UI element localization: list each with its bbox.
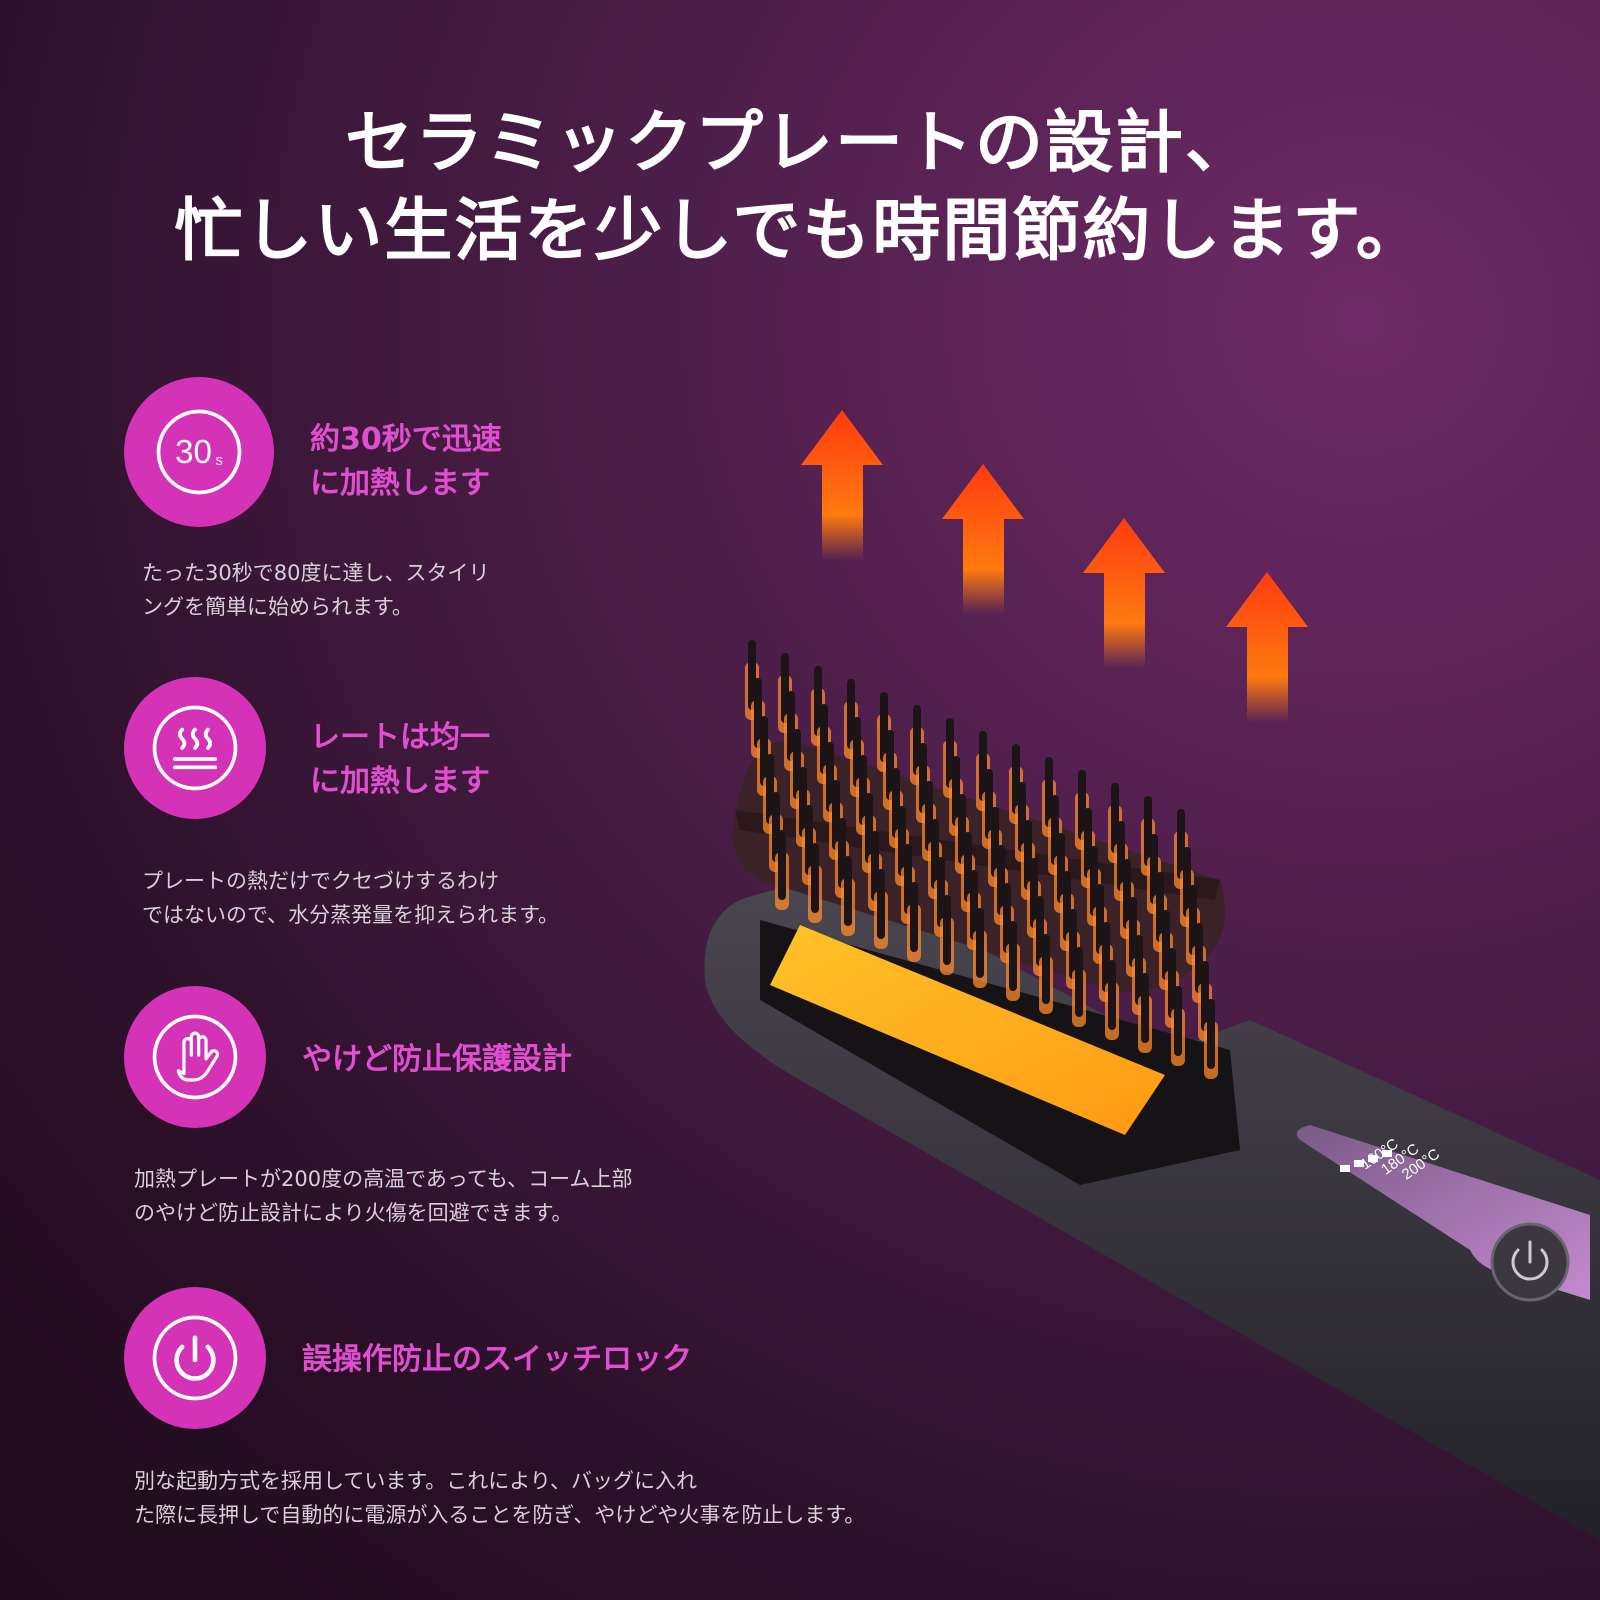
feature-title-line-1: 約30秒で迅速 bbox=[310, 422, 502, 457]
feature-desc-line-2: のやけど防止設計により火傷を回避できます。 bbox=[134, 1201, 573, 1225]
brush-handle: 160°C 180°C 200°C bbox=[704, 886, 1600, 1540]
feature-description: 別な起動方式を採用しています。これにより、バッグに入れ た際に長押しで自動的に電… bbox=[134, 1464, 865, 1532]
heat-arrows bbox=[801, 410, 1308, 722]
bristle bbox=[910, 882, 918, 952]
svg-text:30: 30 bbox=[175, 434, 212, 471]
feature-title-line-1: やけど防止保護設計 bbox=[302, 1042, 572, 1077]
feature-title-line-2: に加熱します bbox=[310, 466, 490, 501]
heat-arrow-icon bbox=[801, 410, 883, 560]
timer-30s-icon: 30 s bbox=[124, 377, 274, 527]
feature-title: レートは均一 に加熱します bbox=[310, 716, 490, 804]
comb-bristles bbox=[745, 640, 1218, 1079]
heating-plate bbox=[770, 925, 1165, 1135]
feature-desc-line-1: たった30秒で80度に達し、スタイリ bbox=[142, 561, 490, 585]
headline: セラミックプレートの設計、 忙しい生活を少しでも時間節約します。 bbox=[0, 100, 1600, 276]
bristle bbox=[844, 856, 852, 926]
feature-title: 誤操作防止のスイッチロック bbox=[302, 1338, 692, 1382]
feature-desc-line-1: 加熱プレートが200度の高温であっても、コーム上部 bbox=[134, 1167, 633, 1191]
heated-brush-illustration: 160°C 180°C 200°C bbox=[704, 410, 1600, 1540]
headline-line-2: 忙しい生活を少しでも時間節約します。 bbox=[174, 192, 1426, 271]
feature-title: やけど防止保護設計 bbox=[302, 1038, 572, 1082]
bristle bbox=[778, 830, 786, 900]
feature-title-line-1: レートは均一 bbox=[310, 720, 490, 755]
svg-text:s: s bbox=[216, 453, 223, 469]
heat-arrow-icon bbox=[1226, 572, 1308, 722]
feature-title-line-1: 誤操作防止のスイッチロック bbox=[302, 1342, 692, 1377]
bristle bbox=[1108, 960, 1116, 1030]
bristle bbox=[1174, 986, 1182, 1056]
device-power-button bbox=[1490, 1222, 1570, 1302]
bristle bbox=[1141, 973, 1149, 1043]
heat-waves-icon bbox=[124, 677, 266, 819]
feature-desc-line-1: プレートの熱だけでクセづけするわけ bbox=[142, 869, 499, 893]
bristle bbox=[1207, 999, 1215, 1069]
feature-desc-line-2: ングを簡単に始められます。 bbox=[142, 595, 413, 619]
headline-line-1: セラミックプレートの設計、 bbox=[344, 104, 1255, 183]
heat-arrow-icon bbox=[1083, 518, 1165, 668]
bristle bbox=[976, 908, 984, 978]
bristle bbox=[943, 895, 951, 965]
hand-icon bbox=[124, 986, 266, 1128]
bristle bbox=[1042, 934, 1050, 1004]
feature-desc-line-2: た際に長押しで自動的に電源が入ることを防ぎ、やけどや火事を防止します。 bbox=[134, 1503, 866, 1527]
bristle bbox=[1009, 921, 1017, 991]
feature-desc-line-2: ではないので、水分蒸発量を抑えられます。 bbox=[142, 903, 560, 927]
power-icon bbox=[124, 1287, 266, 1429]
feature-description: たった30秒で80度に達し、スタイリ ングを簡単に始められます。 bbox=[142, 556, 489, 624]
heat-arrow-icon bbox=[942, 464, 1024, 614]
feature-description: 加熱プレートが200度の高温であっても、コーム上部 のやけど防止設計により火傷を… bbox=[134, 1162, 633, 1230]
feature-desc-line-1: 別な起動方式を採用しています。これにより、バッグに入れ bbox=[134, 1469, 698, 1493]
feature-description: プレートの熱だけでクセづけするわけ ではないので、水分蒸発量を抑えられます。 bbox=[142, 864, 559, 932]
feature-title: 約30秒で迅速 に加熱します bbox=[310, 418, 502, 506]
bristle bbox=[877, 869, 885, 939]
bristle bbox=[1075, 947, 1083, 1017]
battery-level-icon bbox=[1340, 1150, 1392, 1172]
bristle bbox=[811, 843, 819, 913]
feature-title-line-2: に加熱します bbox=[310, 764, 490, 799]
